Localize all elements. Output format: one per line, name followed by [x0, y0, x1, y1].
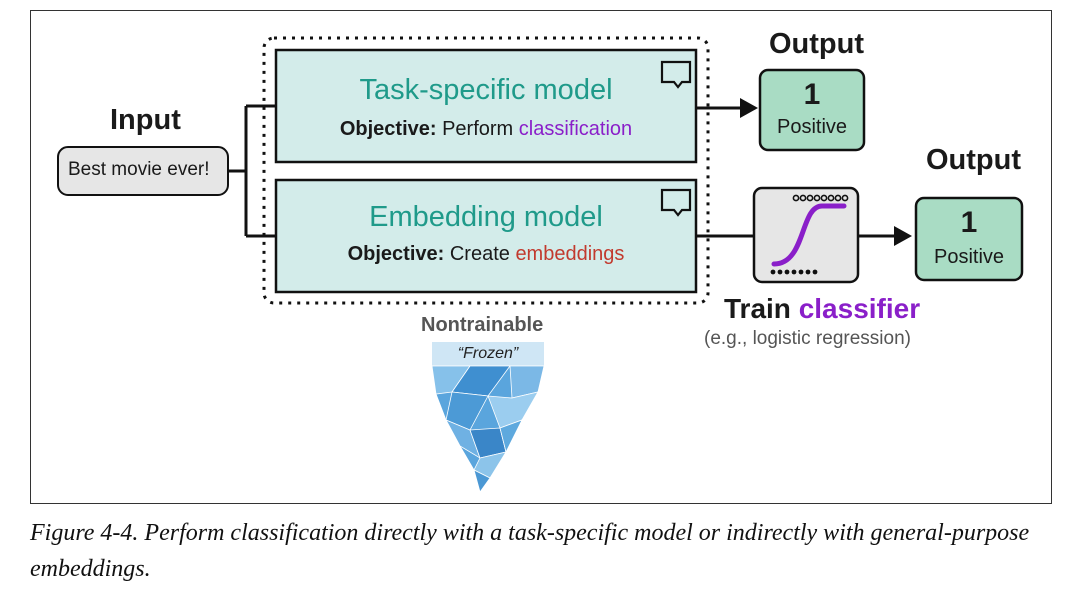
objective-verb: Perform [442, 118, 514, 140]
task-model-objective: Objective: Perform classification [276, 118, 696, 141]
objective-verb: Create [449, 243, 510, 265]
input-text: Best movie ever! [68, 159, 210, 180]
figure-frame [30, 10, 1052, 504]
classifier-example: (e.g., logistic regression) [704, 328, 911, 349]
arrow-right-icon [858, 226, 912, 246]
output-bottom-box [914, 196, 1024, 282]
sigmoid-classifier-icon [752, 186, 860, 284]
output-bottom-class: Positive [933, 246, 1005, 268]
iceberg-icon [431, 365, 545, 493]
output-top-box [758, 68, 866, 152]
output-top-label: Output [769, 28, 865, 60]
output-top-value: 1 [803, 78, 821, 111]
embedding-model-objective: Objective: Create embeddings [276, 243, 696, 266]
input-label: Input [110, 104, 181, 136]
frozen-tag: “Frozen” [457, 345, 519, 362]
classifier-word: classifier [798, 293, 921, 324]
arrow-right-icon [696, 98, 758, 118]
input-connector [228, 104, 276, 238]
objective-prefix: Objective: [339, 118, 437, 140]
objective-term: embeddings [515, 243, 625, 265]
task-model-title: Task-specific model [359, 74, 613, 106]
speech-bubble-icon [660, 188, 692, 217]
embedding-model-title: Embedding model [369, 201, 603, 233]
embedding-model-box [274, 178, 698, 294]
output-bottom-value: 1 [960, 206, 978, 239]
objective-prefix: Objective: [347, 243, 445, 265]
task-model-box [274, 48, 698, 164]
output-top-class: Positive [776, 116, 848, 138]
train-word: Train [724, 293, 791, 324]
objective-term: classification [518, 118, 633, 140]
figure-caption: Figure 4-4. Perform classification direc… [30, 520, 1030, 582]
frozen-group-border [262, 36, 710, 305]
output-bottom-label: Output [926, 144, 1022, 176]
train-classifier-label: Train classifier [724, 293, 920, 325]
frozen-tag-strip [432, 342, 544, 366]
nontrainable-label: Nontrainable [421, 314, 544, 336]
speech-bubble-icon [660, 60, 692, 89]
